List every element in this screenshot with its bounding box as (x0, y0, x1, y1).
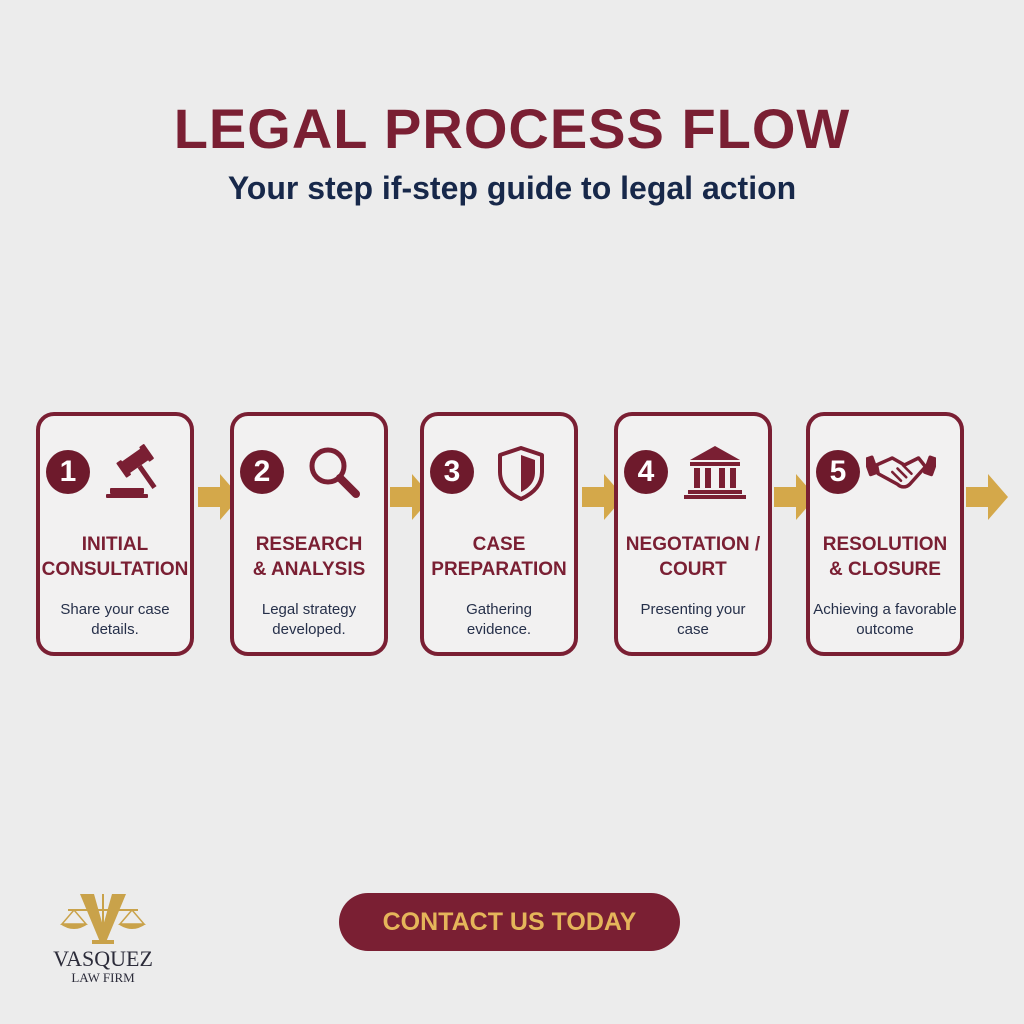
step-number-4: 4 (624, 450, 668, 494)
step-description-2: Legal strategy developed. (261, 601, 357, 638)
step-number-3: 3 (430, 450, 474, 494)
step-card-5: 5 RESOLUTION & CLOSURE Achieving a favor… (806, 412, 964, 656)
step-card-2: 2 RESEARCH & ANALYSIS Legal strategy dev… (230, 412, 388, 656)
page-title: LEGAL PROCESS FLOW (173, 97, 851, 160)
step-description-1: Share your case details. (60, 601, 170, 638)
magnifier-icon (309, 447, 360, 498)
arrow-right-icon (198, 474, 240, 520)
step-description-5: Achieving a favorable outcome (813, 601, 957, 638)
step-number-1: 1 (46, 450, 90, 494)
step-heading-1: INITIAL CONSULTATION (41, 534, 189, 580)
step-card-4: 4 NEGOTATION / COURT Presenting your cas… (614, 412, 772, 656)
step-heading-3: CASE PREPARATION (431, 534, 567, 580)
step-number-5: 5 (816, 450, 860, 494)
contact-us-button[interactable]: CONTACT US TODAY (339, 893, 680, 951)
step-number-2: 2 (240, 450, 284, 494)
arrow-right-icon (582, 474, 624, 520)
gavel-icon (106, 444, 157, 498)
courthouse-icon (684, 446, 746, 499)
step-heading-4: NEGOTATION / COURT (625, 534, 761, 580)
firm-subtitle: LAW FIRM (71, 970, 135, 985)
arrow-right-icon (966, 474, 1008, 520)
step-card-1: 1 INITIAL CONSULTATION Share your case d… (36, 412, 194, 656)
shield-icon (498, 446, 544, 501)
scales-of-justice-icon (60, 894, 146, 944)
handshake-icon (866, 455, 936, 489)
firm-name: VASQUEZ (53, 946, 153, 971)
step-description-4: Presenting your case (640, 601, 746, 638)
step-heading-2: RESEARCH & ANALYSIS (252, 534, 366, 580)
arrow-right-icon (774, 474, 816, 520)
page-subtitle: Your step if-step guide to legal action (227, 170, 797, 206)
step-card-3: 3 CASE PREPARATION Gathering evidence. (420, 412, 578, 656)
step-heading-5: RESOLUTION & CLOSURE (822, 534, 948, 580)
step-description-3: Gathering evidence. (466, 601, 532, 638)
firm-logo: VASQUEZ LAW FIRM (48, 890, 158, 990)
